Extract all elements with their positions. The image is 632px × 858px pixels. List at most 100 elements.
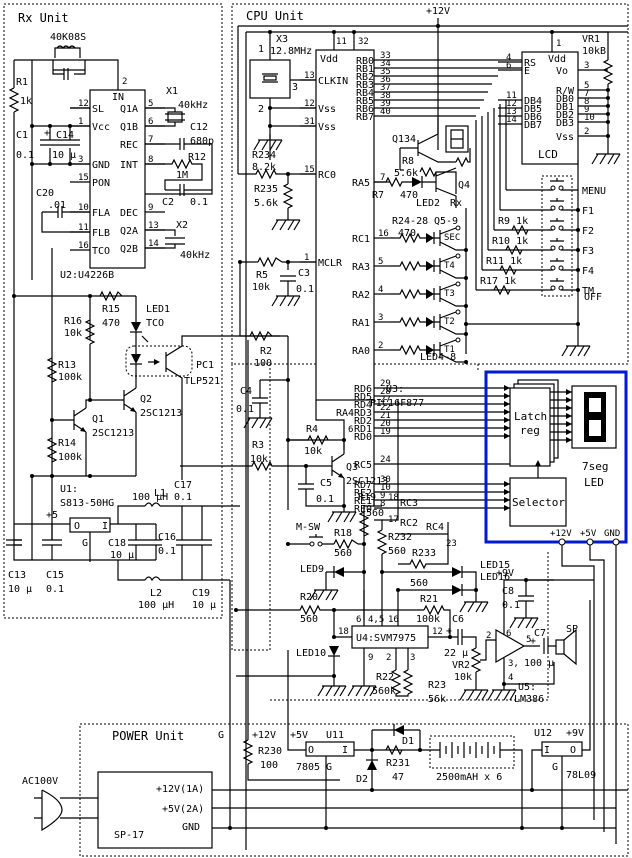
- svg-text:0.1: 0.1: [502, 600, 520, 611]
- svg-text:+5V(2A): +5V(2A): [162, 804, 204, 815]
- c15-ref: C15: [46, 570, 64, 581]
- svg-text:9: 9: [380, 491, 385, 501]
- ground-icon: [509, 611, 539, 629]
- m-switch[interactable]: M-SW: [296, 522, 324, 547]
- resistor-r7-led2-q4: 7 5.6k R7 470 Q4 LED2 Rx: [372, 167, 470, 209]
- svg-text:11: 11: [78, 223, 89, 233]
- resistor-r16: R16 10k: [64, 316, 95, 345]
- resistor-r21: R21 100k: [416, 594, 451, 636]
- potentiometer-vr2: VR2 10k: [452, 639, 496, 684]
- capacitor-c8: +9V C8 0.1: [496, 568, 594, 612]
- svg-text:R5: R5: [256, 270, 268, 281]
- svg-text:100k: 100k: [58, 372, 82, 383]
- svg-text:R4: R4: [306, 424, 318, 435]
- svg-text:0.1: 0.1: [236, 404, 254, 415]
- svg-text:R12: R12: [188, 152, 206, 163]
- svg-text:2SC1213: 2SC1213: [346, 476, 388, 487]
- ground-icon: [317, 679, 347, 697]
- battery-pack: 2500mAH x 6: [420, 735, 523, 828]
- svg-text:560: 560: [388, 546, 406, 557]
- svg-text:100: 100: [254, 358, 272, 369]
- resistor-r13: R13 100k: [47, 357, 82, 383]
- amplifier-u5: 2 6 5 3, 4 U5: LM386: [486, 579, 556, 705]
- svg-text:Latch: Latch: [514, 410, 547, 423]
- svg-text:10kB: 10kB: [582, 46, 606, 57]
- push-switch[interactable]: F1: [499, 104, 594, 217]
- svg-text:3: 3: [584, 61, 589, 71]
- led1: LED1 TCO: [129, 304, 170, 343]
- svg-text:8: 8: [380, 499, 385, 509]
- svg-text:560: 560: [366, 508, 384, 519]
- capacitor-c7: C7 + 100 µ: [524, 628, 554, 669]
- svg-text:X2: X2: [176, 220, 188, 231]
- svg-text:Rx: Rx: [450, 198, 462, 209]
- svg-text:R230: R230: [258, 746, 282, 757]
- svg-text:RA3: RA3: [352, 262, 370, 273]
- svg-text:8.2k: 8.2k: [252, 162, 276, 173]
- svg-text:7: 7: [380, 173, 385, 183]
- resistor-r22: R22 560k: [372, 669, 401, 697]
- lcd-pin: 5R/W: [556, 81, 608, 97]
- svg-text:O: O: [570, 745, 576, 756]
- svg-text:I: I: [342, 745, 348, 756]
- svg-text:3: 3: [78, 155, 83, 165]
- svg-text:5: 5: [378, 257, 383, 267]
- svg-text:GND: GND: [182, 822, 200, 833]
- led-driver-row: T1: [390, 337, 468, 364]
- svg-text:6: 6: [148, 117, 153, 127]
- svg-text:56k: 56k: [428, 694, 446, 705]
- svg-text:+12V: +12V: [550, 529, 572, 539]
- svg-text:C5: C5: [320, 478, 332, 489]
- svg-text:SP: SP: [566, 624, 578, 635]
- svg-text:100k: 100k: [58, 452, 82, 463]
- svg-text:RB6: RB6: [356, 104, 374, 115]
- svg-text:1M: 1M: [176, 170, 188, 181]
- rx-caps-c1-c14: [40, 139, 80, 146]
- capacitor-c4: C4 0.1: [236, 379, 288, 415]
- svg-text:DB7: DB7: [524, 120, 542, 131]
- svg-text:2SC1213: 2SC1213: [92, 428, 134, 439]
- svg-text:S813-50HG: S813-50HG: [60, 498, 114, 509]
- svg-text:RA5: RA5: [352, 178, 370, 189]
- svg-text:1: 1: [78, 117, 83, 127]
- svg-text:9: 9: [584, 105, 589, 115]
- svg-text:RD0: RD0: [354, 432, 372, 443]
- mclr-wires: [239, 261, 316, 510]
- svg-text:Selector: Selector: [512, 496, 565, 509]
- svg-text:REC: REC: [120, 140, 138, 151]
- svg-text:Vcc: Vcc: [92, 122, 110, 133]
- svg-text:RA0: RA0: [352, 346, 370, 357]
- push-switch[interactable]: MENU: [505, 100, 606, 197]
- svg-text:470: 470: [102, 318, 120, 329]
- optocoupler-pc1: PC1 TLP521: [125, 332, 280, 480]
- svg-text:U4:SVM7975: U4:SVM7975: [356, 633, 416, 644]
- svg-text:38: 38: [380, 91, 391, 101]
- svg-text:32: 32: [358, 37, 369, 47]
- resistor-r19: R19 560: [358, 492, 384, 537]
- resistor-r2: R2 100: [249, 330, 273, 369]
- resistor-r1: R1 1k: [9, 77, 32, 113]
- svg-text:24: 24: [380, 455, 391, 465]
- svg-text:+: +: [446, 626, 452, 637]
- c14-ref: C14: [56, 130, 74, 141]
- svg-text:MENU: MENU: [582, 186, 606, 197]
- svg-text:29: 29: [380, 379, 391, 389]
- svg-text:RB1: RB1: [356, 64, 374, 75]
- rc3-label: RC3: [400, 498, 418, 509]
- svg-text:R15: R15: [102, 304, 120, 315]
- svg-text:0.1: 0.1: [316, 494, 334, 505]
- svg-text:9: 9: [368, 653, 373, 663]
